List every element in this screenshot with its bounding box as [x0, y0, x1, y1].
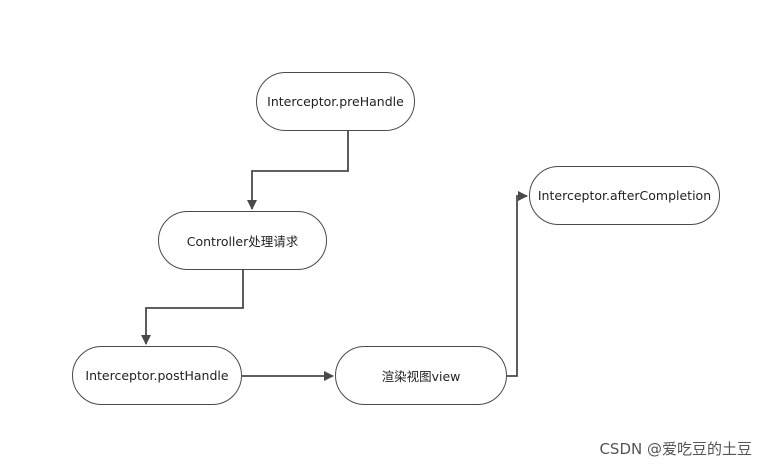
node-interceptor-posthandle: Interceptor.postHandle: [72, 346, 242, 405]
node-interceptor-aftercompletion: Interceptor.afterCompletion: [529, 166, 720, 225]
watermark-text: CSDN @爱吃豆的土豆: [599, 440, 752, 458]
node-label: 渲染视图view: [381, 369, 461, 384]
node-render-view: 渲染视图view: [335, 346, 507, 405]
node-interceptor-prehandle: Interceptor.preHandle: [256, 72, 415, 131]
node-label: Interceptor.postHandle: [85, 368, 229, 383]
node-controller: Controller处理请求: [158, 211, 327, 270]
edge-prehandle-to-controller: [247, 131, 349, 210]
node-label: Controller处理请求: [186, 234, 299, 249]
edge-render-to-aftercompletion: [507, 191, 528, 377]
node-label: Interceptor.afterCompletion: [537, 188, 712, 203]
node-label: Interceptor.preHandle: [267, 94, 404, 109]
edge-controller-to-posthandle: [141, 270, 244, 345]
